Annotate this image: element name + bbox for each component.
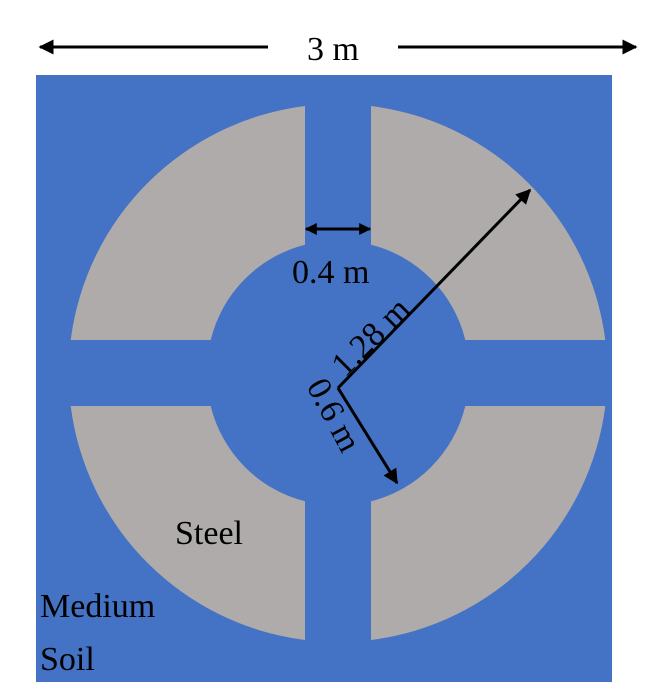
medium-label-line2: Soil [40, 641, 95, 678]
width-label: 3 m [307, 31, 359, 68]
outer-radius-arrow [336, 188, 532, 390]
inner-radius-arrow [336, 387, 399, 485]
steel-quadrant-top-left [70, 106, 305, 340]
gap-label: 0.4 m [292, 254, 369, 291]
steel-quadrant-bottom-right [371, 406, 606, 640]
steel-quadrant-bottom-left [70, 406, 305, 640]
medium-label-line1: Medium [40, 588, 155, 625]
steel-quadrant-top-right [371, 106, 606, 340]
steel-label: Steel [175, 515, 243, 552]
